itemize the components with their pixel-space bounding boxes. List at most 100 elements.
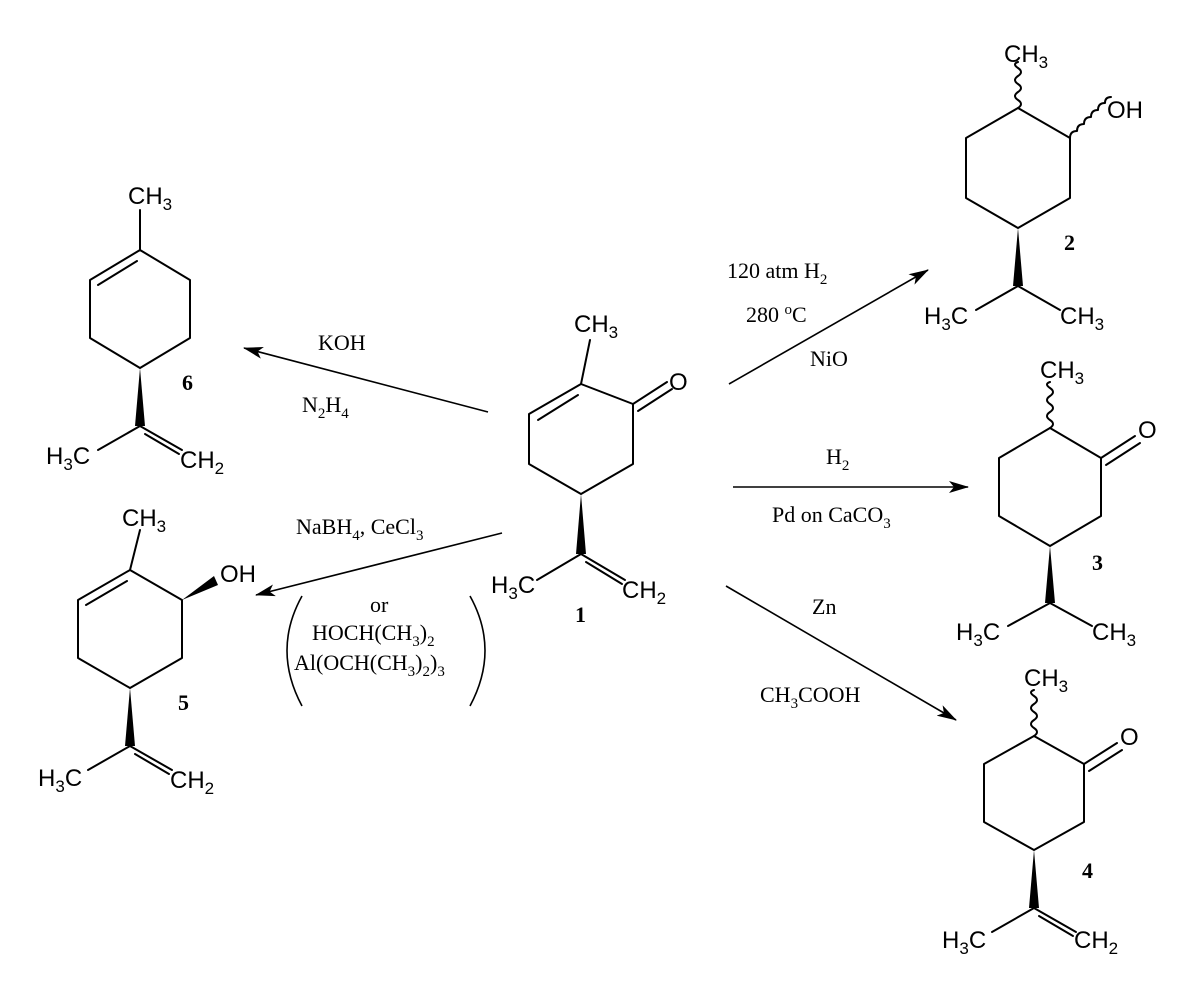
compound-2-isopropyl-right (1017, 285, 1061, 311)
compound-4-ch3-label: CH3 (1024, 665, 1068, 696)
cond-to5-left-parenthesis (286, 595, 303, 707)
compound-3-h3c-label: H3C (956, 619, 1000, 650)
cond-to5-alt1: HOCH(CH3)2 (312, 620, 435, 650)
compound-3-isopropyl-left (1007, 602, 1051, 627)
compound-1-isopropenyl-right-b (585, 561, 623, 585)
compound-2-ch3b-label: CH3 (1060, 303, 1104, 334)
compound-6-double-bond-inner (97, 260, 138, 286)
compound-1-double-bond-inner (537, 394, 579, 421)
conditions-1-to-4: Zn CH3COOH (760, 594, 861, 712)
arrow-1-to-5 (255, 532, 503, 597)
compound-1-h3c-label: H3C (491, 572, 535, 603)
compound-5-methyl-bond (129, 529, 141, 571)
compound-4-wavy-methyl-bond (1030, 689, 1038, 737)
compound-3-ring (998, 427, 1102, 547)
compound-3-carbonyl-bond-a (1100, 435, 1136, 459)
compound-2-wedge-bond (1013, 228, 1023, 286)
compound-5-wedge-bond (125, 688, 135, 746)
compound-1-carbonyl-bond-a (632, 381, 668, 405)
compound-5-ring (77, 569, 183, 689)
compound-2-isopropyl-left (975, 285, 1019, 311)
compound-4-h3c-label: H3C (942, 927, 986, 958)
compound-6-ch2-label: CH2 (180, 447, 224, 478)
arrow-1-to-4 (725, 585, 957, 721)
cond-to3-line2: Pd on CaCO3 (772, 502, 891, 532)
compound-5-ch3-label: CH3 (122, 505, 166, 536)
conditions-1-to-3: H2 Pd on CaCO3 (772, 444, 891, 532)
compound-3-ch3-label: CH3 (1040, 357, 1084, 388)
compound-3-isopropyl-right (1049, 602, 1093, 627)
compound-5-oh-label: OH (220, 561, 256, 588)
cond-to5-or: or (370, 592, 389, 617)
compound-5-hydroxyl-wedge (182, 576, 218, 600)
cond-to5-alt2: Al(OCH(CH3)2)3 (294, 650, 445, 680)
compound-4-isopropenyl-right-a (1033, 907, 1077, 933)
cond-to4-line2: CH3COOH (760, 682, 861, 712)
compound-6-ring (89, 249, 191, 369)
cond-to2-line3: NiO (810, 346, 848, 371)
compound-5-isopropenyl-left (87, 745, 131, 771)
compound-5-ch2-label: CH2 (170, 767, 214, 798)
compound-3-number: 3 (1092, 550, 1103, 575)
compound-4-ch2-label: CH2 (1074, 927, 1118, 958)
compound-4-isopropenyl-right-b (1038, 915, 1074, 937)
compound-6-isopropenyl-right-a (139, 425, 183, 451)
compound-2: CH3 OH H3C CH3 2 (924, 41, 1143, 334)
compound-4-carbonyl-bond-b (1088, 749, 1123, 772)
compound-1-ch3-label: CH3 (574, 311, 618, 342)
cond-to5-line1: NaBH4, CeCl3 (296, 514, 423, 544)
compound-1: CH3 O H3C CH2 1 (491, 311, 688, 627)
cond-to4-line1: Zn (812, 594, 836, 619)
compound-5-double-bond-inner (85, 580, 128, 606)
compound-5-number: 5 (178, 690, 189, 715)
compound-5-isopropenyl-right-b (134, 753, 170, 775)
compound-6: CH3 H3C CH2 6 (46, 183, 224, 478)
compound-6-number: 6 (182, 370, 193, 395)
compound-6-wedge-bond (135, 368, 145, 426)
compound-5: CH3 OH H3C CH2 5 (38, 505, 256, 798)
compound-1-isopropenyl-right-a (580, 553, 626, 581)
compound-4-wedge-bond (1029, 850, 1039, 908)
compound-4: CH3 O H3C CH2 4 (942, 665, 1139, 958)
compound-3-wavy-methyl-bond (1046, 381, 1054, 429)
compound-4-number: 4 (1082, 858, 1093, 883)
compound-4-ring (983, 735, 1085, 851)
compound-2-number: 2 (1064, 230, 1075, 255)
compound-3-wedge-bond (1045, 546, 1055, 603)
compound-6-ch3-label: CH3 (128, 183, 172, 214)
compound-2-ring (965, 107, 1071, 229)
compound-3-oxygen-label: O (1138, 417, 1157, 444)
compound-3: CH3 O H3C CH3 3 (956, 357, 1157, 650)
compound-6-isopropenyl-left (97, 425, 141, 451)
cond-to2-line2: 280 oC (746, 302, 807, 327)
compound-3-carbonyl-bond-b (1105, 442, 1141, 466)
compound-1-isopropenyl-left (536, 553, 582, 581)
compound-6-isopropenyl-right-b (144, 433, 180, 455)
compound-2-wavy-hydroxyl-bond (1069, 96, 1112, 139)
cond-to6-line2: N2H4 (302, 392, 349, 422)
compound-5-h3c-label: H3C (38, 765, 82, 796)
compound-6-h3c-label: H3C (46, 443, 90, 474)
compound-1-ch2-label: CH2 (622, 577, 666, 608)
compound-1-carbonyl-bond-b (637, 388, 673, 412)
conditions-1-to-2: 120 atm H2 280 oC NiO (727, 258, 848, 371)
compound-1-wedge-bond (576, 494, 586, 554)
arrow-1-to-2 (728, 269, 929, 385)
cond-to2-line1: 120 atm H2 (727, 258, 827, 288)
compound-2-wavy-methyl-bond (1014, 61, 1022, 109)
cond-to3-line1: H2 (826, 444, 849, 474)
cond-to5-right-parenthesis (469, 595, 486, 707)
compound-1-oxygen-label: O (669, 369, 688, 396)
compound-2-oh-label: OH (1107, 97, 1143, 124)
conditions-1-to-6: KOH N2H4 (302, 330, 366, 422)
compound-1-methyl-bond (580, 339, 591, 385)
compound-1-number: 1 (575, 602, 586, 627)
compound-5-isopropenyl-right-a (129, 745, 173, 771)
compound-2-ch3-label: CH3 (1004, 41, 1048, 72)
compound-4-oxygen-label: O (1120, 724, 1139, 751)
cond-to6-line1: KOH (318, 330, 366, 355)
compound-2-h3c-label: H3C (924, 303, 968, 334)
conditions-1-to-5: NaBH4, CeCl3 or HOCH(CH3)2 Al(OCH(CH3)2)… (286, 514, 486, 707)
compound-3-ch3b-label: CH3 (1092, 619, 1136, 650)
